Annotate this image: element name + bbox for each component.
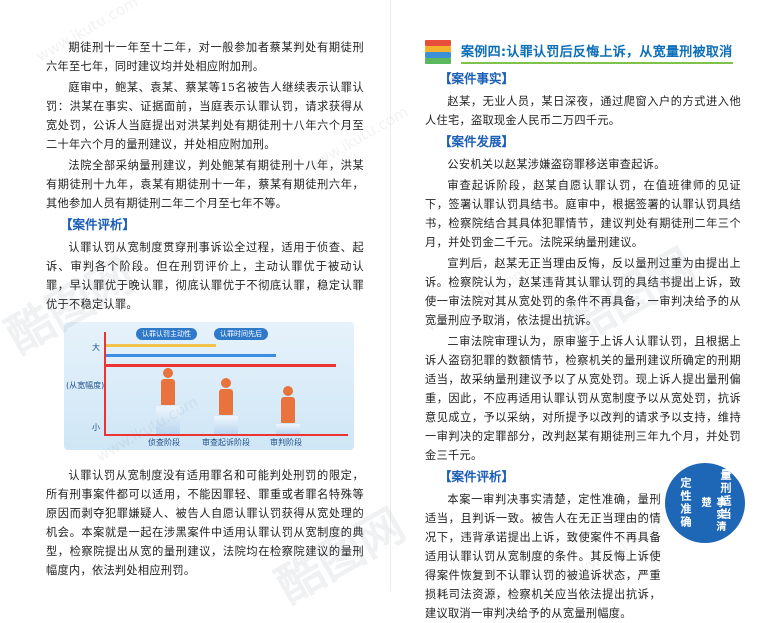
chart-x-axis (104, 434, 348, 436)
chart-level-band-low (106, 364, 336, 367)
chart-x-label-investigation: 侦查阶段 (148, 438, 180, 447)
right-section-review-heading: 【案件评析】 (439, 469, 515, 484)
right-paragraph-5: 二审法院审理认为，原审鉴于上诉人认罪认罚，且根据上诉人盗窃犯罪的数额情节，检察机… (425, 335, 741, 462)
left-paragraph-2: 庭审中，鲍某、袁某、蔡某等15名被告人继续表示认罪认罚：洪某在事实、证据面前，当… (46, 81, 364, 151)
left-paragraph-1: 期徒刑十一年至十二年，对一般参加者蔡某判处有期徒刑六年至七年，同时建议均并处相应… (46, 41, 364, 73)
right-paragraph-1: 赵某，无业人员，某日深夜，通过爬窗入户的方式进入他人住宅，盗取现金人民币二万四千… (425, 95, 741, 127)
badge-text-facts: 事实清楚 (699, 497, 725, 533)
chart-pedestal-trial (276, 424, 300, 434)
badge-text-qualitative: 定性准确 (679, 477, 692, 529)
left-paragraph-4: 认罪认罚从宽制度贯穿刑事诉讼全过程，适用于侦查、起诉、审判各个阶段。但在刑罚评价… (46, 241, 364, 311)
chart-x-label-trial: 审判阶段 (270, 438, 302, 447)
case-title: 案例四:认罪认罚后反悔上诉，从宽量刑被取消 (461, 41, 733, 64)
chart-y-bottom-label: 小 (92, 423, 100, 432)
chart-y-top-label: 大 (92, 343, 100, 352)
left-paragraph-3: 法院全部采纳量刑建议，判处鲍某有期徒刑十八年，洪某有期徒刑十九年，袁某有期徒刑十… (46, 159, 364, 210)
books-icon (425, 40, 455, 64)
right-paragraph-3: 审查起诉阶段，赵某自愿认罪认罚，在值班律师的见证下，签署认罪认罚具结书。庭审中，… (425, 179, 741, 249)
chart-figure-prosecution (219, 378, 233, 415)
badge-text-sentencing: 量刑适当 (719, 469, 732, 521)
right-section-facts-heading: 【案件事实】 (439, 71, 515, 86)
right-section-development-heading: 【案件发展】 (439, 134, 515, 149)
right-paragraph-4: 宣判后，赵某无正当理由反悔，反以量刑过重为由提出上诉。检察院认为，赵某违背其认罪… (425, 257, 741, 327)
chart-figure-investigation (161, 368, 175, 405)
left-paragraph-5: 认罪认罚从宽制度没有适用罪名和可能判处刑罚的限定，所有刑事案件都可以适用，不能因… (46, 469, 364, 577)
chart-level-band-medium (106, 354, 276, 357)
chart-tag-initiative: 认罪认罚主动性 (136, 328, 197, 340)
principle-badge: 定性准确 量刑适当 事实清楚 (665, 463, 745, 543)
chart-level-band-high (106, 344, 216, 347)
chart-tag-timing: 认罪时间先后 (214, 328, 268, 340)
chart-figure-trial (281, 386, 295, 423)
case-header: 案例四:认罪认罚后反悔上诉，从宽量刑被取消 (425, 40, 741, 64)
leniency-chart: 认罪认罚主动性 认罪时间先后 大 (从宽幅度) 小 侦查阶段 审查起诉阶段 审判… (64, 322, 354, 450)
left-page: 期徒刑十一年至十二年，对一般参加者蔡某判处有期徒刑六年至七年，同时建议均并处相应… (0, 0, 388, 591)
left-section-review-heading: 【案件评析】 (60, 217, 136, 232)
chart-y-axis (104, 332, 106, 436)
chart-y-axis-label: (从宽幅度) (66, 381, 105, 390)
right-paragraph-2: 公安机关以赵某涉嫌盗窃罪移送审查起诉。 (447, 158, 666, 171)
chart-pedestal-prosecution (214, 416, 238, 434)
chart-pedestal-investigation (156, 406, 180, 434)
chart-x-label-prosecution: 审查起诉阶段 (202, 438, 250, 447)
right-page: 案例四:认罪认罚后反悔上诉，从宽量刑被取消 【案件事实】 赵某，无业人员，某日深… (390, 0, 777, 620)
